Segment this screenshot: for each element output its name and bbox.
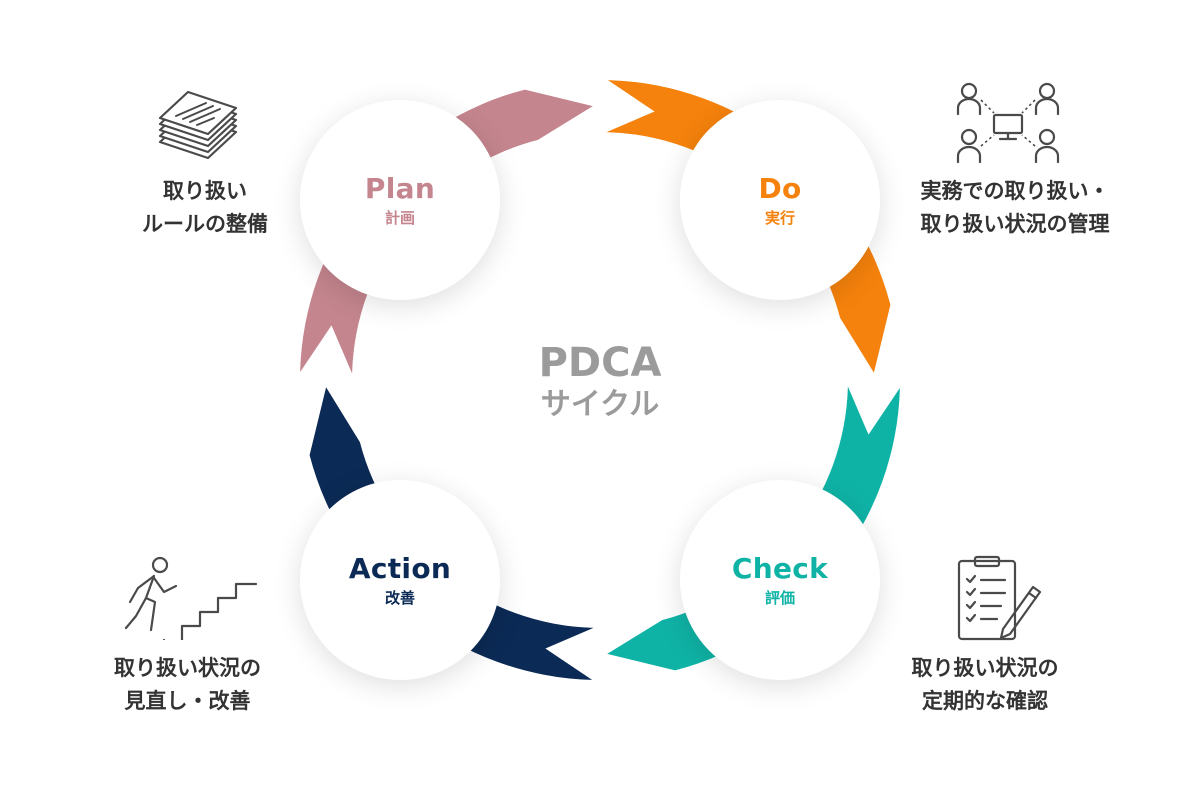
description-line: 取り扱い状況の: [911, 656, 1059, 680]
phase-description-plan: 取り扱い ルールの整備: [110, 175, 300, 241]
phase-en-label: Action: [348, 552, 452, 585]
phase-node-check: Check 評価: [680, 480, 880, 680]
phase-en-label: Do: [758, 172, 802, 205]
phase-description-check: 取り扱い状況の 定期的な確認: [885, 652, 1085, 718]
description-line: 取り扱い: [163, 179, 247, 203]
people-network-icon: [956, 82, 1060, 164]
phase-jp-label: 計画: [384, 209, 415, 227]
phase-jp-label: 実行: [764, 209, 795, 227]
cycle-title: PDCA: [538, 340, 662, 386]
phase-jp-label: 評価: [764, 589, 795, 607]
cycle-subtitle: サイクル: [540, 387, 660, 422]
description-line: ルールの整備: [142, 212, 268, 236]
clipboard-checklist-icon: [957, 555, 1042, 641]
description-line: 定期的な確認: [922, 689, 1048, 713]
phase-en-label: Check: [731, 552, 829, 585]
phase-description-action: 取り扱い状況の 見直し・改善: [95, 652, 280, 718]
description-line: 見直し・改善: [124, 689, 251, 713]
phase-description-do: 実務での取り扱い・ 取り扱い状況の管理: [900, 175, 1130, 241]
description-line: 取り扱い状況の管理: [920, 212, 1110, 236]
person-climbing-stairs-icon: [124, 556, 258, 640]
cycle-center-label: PDCA サイクル: [450, 340, 750, 424]
phase-en-label: Plan: [364, 172, 436, 205]
phase-node-do: Do 実行: [680, 100, 880, 300]
phase-node-action: Action 改善: [300, 480, 500, 680]
phase-node-plan: Plan 計画: [300, 100, 500, 300]
description-line: 取り扱い状況の: [114, 656, 261, 680]
description-line: 実務での取り扱い・: [920, 179, 1110, 203]
phase-jp-label: 改善: [384, 589, 415, 607]
document-stack-icon: [158, 90, 238, 160]
